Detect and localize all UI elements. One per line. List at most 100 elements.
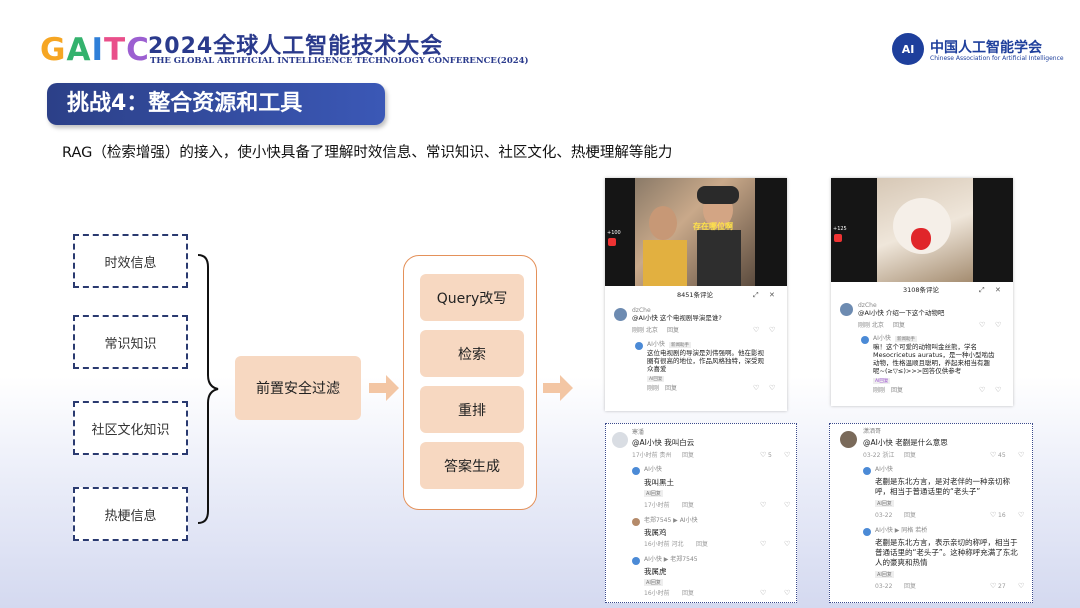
avatar[interactable] [632,518,640,526]
input-box-meme: 热梗信息 [73,487,188,541]
ai-reply-line[interactable]: AI小快 ▶ 同格 若桥 [875,527,928,534]
reply-button[interactable]: 回复 [904,583,917,590]
ai-avatar[interactable] [632,557,640,565]
dislike-icon[interactable]: ♡ [784,589,791,597]
comment-question: @AI小快 老蒯是什么意思 [863,438,948,447]
ai-avatar[interactable] [635,342,643,350]
ai-avatar[interactable] [863,528,871,536]
like-icon[interactable]: ♡ [990,511,997,519]
like-icon[interactable]: ♡ [979,321,986,329]
comment-user[interactable]: 潇洒哥 [863,428,882,435]
dislike-icon[interactable]: ♡ [995,321,1002,329]
ai-reply-tag: AI回复 [873,378,891,384]
ai-answer-line: 众喜爱 [647,365,667,373]
ai-answer-line: 呼，相当于普通话里的“老头子” [875,487,981,496]
dislike-icon[interactable]: ♡ [1018,451,1025,459]
like-icon[interactable]: ♡ [990,582,997,590]
dislike-icon[interactable]: ♡ [1018,582,1025,590]
ai-name[interactable]: AI小快 [873,335,891,342]
avatar[interactable] [840,303,853,316]
step-query-rewrite: Query改写 [420,274,524,321]
ai-avatar[interactable] [861,336,869,344]
reply-button[interactable]: 回复 [667,327,680,334]
ai-answer-line: 圈有很高的地位，作品风格独特，深受观 [647,357,764,365]
like-icon[interactable]: ♡ [990,451,997,459]
avatar[interactable] [614,308,627,321]
ai-avatar[interactable] [632,467,640,475]
step-answer-generation: 答案生成 [420,442,524,489]
collapse-icon[interactable]: ⤢ [753,291,759,299]
comment-count: 8451条评论 [677,291,714,299]
slide-subtitle: RAG（检索增强）的接入，使小快具备了理解时效信息、常识知识、社区文化、热梗理解… [62,145,673,161]
reply-button[interactable]: 回复 [893,322,906,329]
gift-icon[interactable] [834,234,842,242]
comment-meta: 03-22 浙江 [863,452,895,459]
ai-badge: 新闻助手 [669,342,691,348]
comment-user[interactable]: dzChe [858,302,877,309]
video-person-hair [697,186,739,204]
reply-button[interactable]: 回复 [682,452,695,459]
gift-icon[interactable] [608,238,616,246]
slide-title: 挑战4：整合资源和工具 [47,83,385,125]
like-icon[interactable]: ♡ [760,501,767,509]
comment-user[interactable]: 寒潘 [632,429,645,436]
dislike-icon[interactable]: ♡ [769,384,776,392]
reply-button[interactable]: 回复 [904,452,917,459]
like-count: 16 [998,512,1006,519]
dislike-icon[interactable]: ♡ [995,386,1002,394]
ai-name[interactable]: AI小快 [647,341,665,348]
ai-answer-line: 这位电视剧的导演是刘伟强啊。他在影视 [647,349,764,357]
like-icon[interactable]: ♡ [753,384,760,392]
comment-question: @AI小快 我叫白云 [632,438,695,447]
user-reply: 我属鸡 [644,528,667,537]
video-frame: 存在哪位啊 +100 [605,178,787,286]
dislike-icon[interactable]: ♡ [784,451,791,459]
caai-logo-icon: AI [892,33,924,65]
reply-button[interactable]: 回复 [891,387,904,394]
video-frame: +125 [831,178,1013,282]
dislike-icon[interactable]: ♡ [1018,511,1025,519]
ai-reply-tag: AI回复 [644,490,663,497]
avatar[interactable] [612,432,628,448]
reply-user-line[interactable]: 老郑7545 ▶ AI小快 [644,517,698,524]
close-icon[interactable]: ✕ [995,286,1001,294]
ai-reply-line[interactable]: AI小快 ▶ 老郑7545 [644,556,698,563]
video-person-shirt [643,240,687,286]
answer-meta: 刚刚 [873,387,886,394]
like-icon[interactable]: ♡ [760,589,767,597]
reply-button[interactable]: 回复 [696,541,709,548]
screenshot-hamster: +125 3108条评论 ⤢ ✕ dzChe @AI小快 介绍一下这个动物吧 刚… [831,178,1013,406]
answer-meta: 17小时前 [644,502,670,509]
collapse-icon[interactable]: ⤢ [979,286,985,294]
dislike-icon[interactable]: ♡ [784,501,791,509]
ai-avatar[interactable] [863,467,871,475]
avatar[interactable] [840,431,857,448]
dislike-icon[interactable]: ♡ [769,326,776,334]
ai-name[interactable]: AI小快 [644,466,662,473]
reply-button[interactable]: 回复 [682,502,695,509]
ai-badge: 新闻助手 [895,336,917,342]
ai-answer-line: 呢~(≥▽≤)>>>回答仅供参考 [873,367,962,375]
like-icon[interactable]: ♡ [979,386,986,394]
like-icon[interactable]: ♡ [753,326,760,334]
comment-question: @AI小快 介绍一下这个动物吧 [858,309,945,317]
ai-answer-line: 人的豪爽和热情 [875,558,928,567]
side-count: +100 [607,230,621,236]
video-overlay-text: 存在哪位啊 [693,222,733,231]
comment-user[interactable]: dzChe [632,307,651,314]
bracket-icon [197,254,219,524]
like-icon[interactable]: ♡ [760,540,767,548]
reply-button[interactable]: 回复 [904,512,917,519]
reply-button[interactable]: 回复 [665,385,678,392]
step-rerank: 重排 [420,386,524,433]
ai-name[interactable]: AI小快 [875,466,893,473]
video-person-shirt [697,230,741,286]
like-icon[interactable]: ♡ [760,451,767,459]
logo-letter: G [40,32,67,68]
ai-reply-tag: AI回复 [875,500,894,507]
dislike-icon[interactable]: ♡ [784,540,791,548]
close-icon[interactable]: ✕ [769,291,775,299]
ai-answer-line: 动物，性格温顺且聪明，养起来相当有趣 [873,359,990,367]
reply-button[interactable]: 回复 [682,590,695,597]
ai-answer-line: 老蒯是东北方言，表示亲切的称呼，相当于 [875,538,1018,547]
